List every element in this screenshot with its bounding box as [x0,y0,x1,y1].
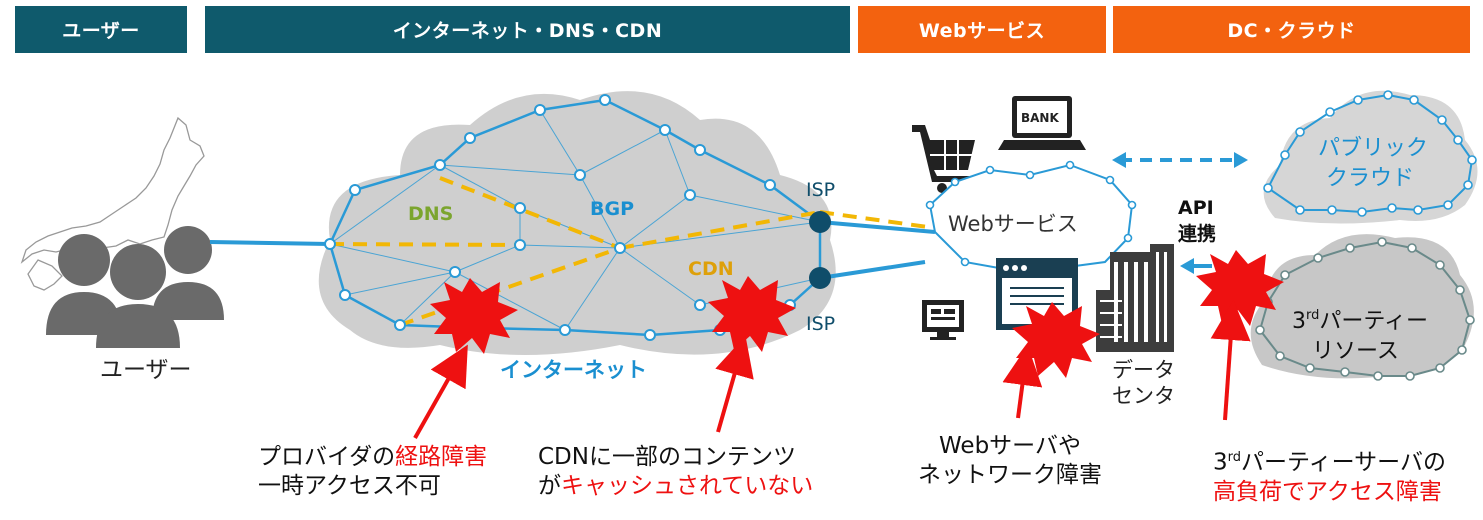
caption-cdn-highlight: キャッシュされていない [561,473,814,499]
explosion-icon [1012,302,1100,378]
dashed-routes [329,176,936,327]
third-party-ring [1258,240,1472,377]
monitor-icon [922,300,964,340]
api-label-2: 連携 [1178,222,1216,245]
caption-web: Webサーバや ネットワーク障害 [918,432,1102,490]
users-icon [46,226,224,348]
caption-cdn-text: が [538,473,561,499]
header-internet: インターネット・DNS・CDN [205,6,850,53]
caption-web-line2: ネットワーク障害 [918,462,1102,488]
bgp-label: BGP [590,198,634,220]
caption-provider-line2: 一時アクセス不可 [258,473,441,499]
explosion-icon [1196,250,1284,326]
explosion-icon [430,278,518,354]
caption-third-prefix: 3 [1213,449,1228,476]
caption-provider: プロバイダの経路障害 一時アクセス不可 [258,443,487,501]
building-icon [1096,244,1174,352]
web-service-nodes [925,160,1137,267]
third-party-nodes [1255,237,1475,381]
network-nodes [324,94,796,341]
caption-third-sup: rd [1227,450,1242,465]
header-dc: DC・クラウド [1113,6,1470,53]
public-cloud-label-1: パブリック [1318,136,1428,161]
fault-arrows [413,300,1251,439]
user-label: ユーザー [100,357,192,383]
api-arrow-right [1234,152,1248,168]
web-service-label: Webサービス [948,212,1078,236]
datacenter-label-1: データ [1112,358,1175,382]
api-link-arrowhead [1180,258,1194,274]
api-arrow-left [1112,152,1126,168]
explosion-icon [708,276,796,352]
datacenter-label-2: センタ [1112,384,1175,408]
header-web: Webサービス [858,6,1106,53]
third-party-label-2: リソース [1312,339,1399,364]
caption-cdn-line1: CDNに一部のコンテンツ [538,444,796,470]
dns-label: DNS [408,203,453,225]
caption-provider-highlight: 経路障害 [395,444,488,470]
caption-third-text: パーティーサーバの [1241,449,1446,476]
caption-web-line1: Webサーバや [939,433,1081,459]
public-cloud-label-2: クラウド [1326,166,1414,191]
user-link [209,240,331,246]
bank-label: BANK [1021,111,1059,125]
third-party-label-1: 3rdパーティー [1292,308,1428,334]
caption-third-party: 3rdパーティーサーバの 高負荷でアクセス障害 [1213,443,1446,507]
internet-label: インターネット [500,358,647,382]
caption-provider-text: プロバイダの [258,444,396,470]
caption-third-highlight: 高負荷でアクセス障害 [1213,478,1442,505]
isp-links [809,211,936,289]
cdn-label: CDN [688,258,734,280]
isp-bottom-label: ISP [806,313,835,335]
public-cloud-ring [1266,93,1474,214]
api-label-1: API [1178,197,1214,219]
header-user: ユーザー [15,6,187,53]
public-cloud [1263,90,1478,224]
laptop-bank-icon: BANK [998,96,1086,150]
third-party-cloud [1250,234,1474,379]
isp-top-label: ISP [806,179,835,201]
public-cloud-nodes [1263,90,1477,217]
caption-cdn: CDNに一部のコンテンツ がキャッシュされていない [538,443,813,501]
